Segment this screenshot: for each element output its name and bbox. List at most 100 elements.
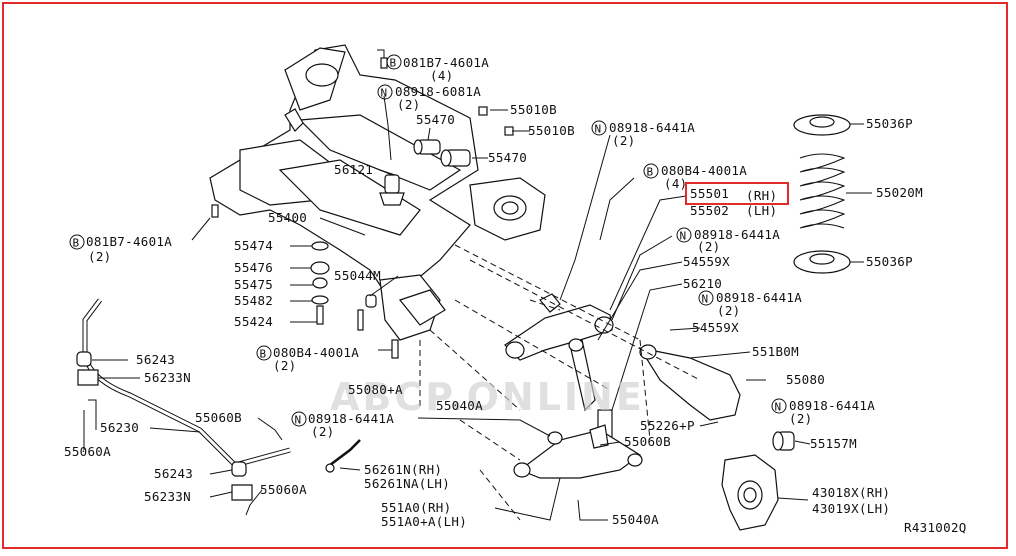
label-55226-P[interactable]: 55226+P xyxy=(640,418,695,433)
label-08918-6441A[interactable]: 08918-6441A xyxy=(716,290,802,305)
label-rh: (RH) xyxy=(746,188,777,203)
reference-dash-lines xyxy=(419,244,701,521)
label-qty: (2) xyxy=(397,97,420,112)
label-08918-6441A[interactable]: 08918-6441A xyxy=(789,398,875,413)
label-qty: (2) xyxy=(697,239,720,254)
link-rod-56261N-part[interactable] xyxy=(325,439,361,473)
svg-text:N: N xyxy=(381,87,388,100)
label-56210[interactable]: 56210 xyxy=(683,276,722,291)
label-55040A[interactable]: 55040A xyxy=(436,398,483,413)
label-551A0[interactable]: 551A0(RH) xyxy=(381,500,451,515)
label-55060A[interactable]: 55060A xyxy=(64,444,111,459)
label-08918-6441A[interactable]: 08918-6441A xyxy=(694,227,780,242)
label-qty: (2) xyxy=(273,358,296,373)
svg-text:N: N xyxy=(595,123,602,136)
label-55470[interactable]: 55470 xyxy=(488,150,527,165)
label-55036P[interactable]: 55036P xyxy=(866,254,913,269)
label-55470[interactable]: 55470 xyxy=(416,112,455,127)
lower-arm-551B0M-part[interactable] xyxy=(638,344,741,421)
label-55020M[interactable]: 55020M xyxy=(876,185,923,200)
svg-text:N: N xyxy=(680,230,687,243)
nut-symbol-N-icon: N xyxy=(676,227,692,243)
bushing-56243-part[interactable] xyxy=(76,351,247,477)
label-081B7-4601A[interactable]: 081B7-4601A xyxy=(403,55,489,70)
highlight-box xyxy=(685,182,789,205)
mount-56121-part[interactable] xyxy=(379,174,405,206)
label-qty: (2) xyxy=(717,303,740,318)
clamp-56233N-part[interactable] xyxy=(77,369,253,501)
knuckle-43018X-part[interactable] xyxy=(721,454,779,531)
watermark: ABCP.ONLINE xyxy=(330,375,645,419)
label-56233N[interactable]: 56233N xyxy=(144,370,191,385)
label-551B0M[interactable]: 551B0M xyxy=(752,344,799,359)
spring-seat-upper-part[interactable] xyxy=(793,114,851,136)
label-56243[interactable]: 56243 xyxy=(154,466,193,481)
label-55501[interactable]: 55501 xyxy=(690,186,729,201)
label-54559X[interactable]: 54559X xyxy=(692,320,739,335)
spring-seat-lower-part[interactable] xyxy=(793,250,851,274)
label-qty: (2) xyxy=(88,249,111,264)
label-56243[interactable]: 56243 xyxy=(136,352,175,367)
label-qty: (4) xyxy=(664,176,687,191)
nut-symbol-N-icon: N xyxy=(377,84,393,100)
label-43018X[interactable]: 43018X(RH) xyxy=(812,485,890,500)
svg-text:B: B xyxy=(390,57,397,70)
label-08918-6441A[interactable]: 08918-6441A xyxy=(308,411,394,426)
bolt-symbol-B-icon: B xyxy=(386,54,402,70)
label-55424[interactable]: 55424 xyxy=(234,314,273,329)
label-55080[interactable]: 55080 xyxy=(786,372,825,387)
label-56121[interactable]: 56121 xyxy=(334,162,373,177)
label-54559X[interactable]: 54559X xyxy=(683,254,730,269)
label-55010B[interactable]: 55010B xyxy=(510,102,557,117)
nut-symbol-N-icon: N xyxy=(698,290,714,306)
part-labels: 081B7-4601A (4) 08918-6081A (2) 55010B 5… xyxy=(64,55,966,535)
label-qty: (2) xyxy=(612,133,635,148)
label-55474[interactable]: 55474 xyxy=(234,238,273,253)
label-lh: (LH) xyxy=(746,203,777,218)
label-56230[interactable]: 56230 xyxy=(100,420,139,435)
label-55040A[interactable]: 55040A xyxy=(612,512,659,527)
svg-text:B: B xyxy=(73,237,80,250)
label-56261N[interactable]: 56261N(RH) xyxy=(364,462,442,477)
bushing-55470-part[interactable] xyxy=(413,139,471,167)
nut-55010B-part[interactable] xyxy=(478,106,514,136)
label-55010B[interactable]: 55010B xyxy=(528,123,575,138)
label-56233N[interactable]: 56233N xyxy=(144,489,191,504)
lower-link-551A0-part[interactable] xyxy=(513,424,643,479)
nut-symbol-N-icon: N xyxy=(771,398,787,414)
label-55036P[interactable]: 55036P xyxy=(866,116,913,131)
label-55482[interactable]: 55482 xyxy=(234,293,273,308)
label-qty: (2) xyxy=(789,411,812,426)
svg-text:B: B xyxy=(647,166,654,179)
svg-text:N: N xyxy=(295,414,302,427)
label-43019X[interactable]: 43019X(LH) xyxy=(812,501,890,516)
label-55475[interactable]: 55475 xyxy=(234,277,273,292)
nut-symbol-N-icon: N xyxy=(291,411,307,427)
label-55060B[interactable]: 55060B xyxy=(624,434,671,449)
label-08918-6441A[interactable]: 08918-6441A xyxy=(609,120,695,135)
label-081B7-4601A[interactable]: 081B7-4601A xyxy=(86,234,172,249)
label-551A0-A[interactable]: 551A0+A(LH) xyxy=(381,514,467,529)
label-55400[interactable]: 55400 xyxy=(268,210,307,225)
subframe-part[interactable] xyxy=(209,44,546,341)
label-55060B[interactable]: 55060B xyxy=(195,410,242,425)
label-55044M[interactable]: 55044M xyxy=(334,268,381,283)
bolt-symbol-B-icon: B xyxy=(256,345,272,361)
upper-link-55501-part[interactable] xyxy=(504,293,614,361)
label-56261NA[interactable]: 56261NA(LH) xyxy=(364,476,450,491)
label-55157M[interactable]: 55157M xyxy=(810,436,857,451)
label-08918-6081A[interactable]: 08918-6081A xyxy=(395,84,481,99)
label-55476[interactable]: 55476 xyxy=(234,260,273,275)
bushing-55157M-part[interactable] xyxy=(772,431,795,451)
coil-spring-part[interactable] xyxy=(799,153,846,229)
label-080B4-4001A[interactable]: 080B4-4001A xyxy=(273,345,359,360)
label-55080-A[interactable]: 55080+A xyxy=(348,382,403,397)
mount-stack-part[interactable] xyxy=(310,241,399,359)
diagram-frame xyxy=(2,2,1008,549)
bolt-symbol-B-icon: B xyxy=(69,234,85,250)
label-55502[interactable]: 55502 xyxy=(690,203,729,218)
bolt-symbol-B-icon: B xyxy=(643,163,659,179)
label-080B4-4001A[interactable]: 080B4-4001A xyxy=(661,163,747,178)
label-55060A[interactable]: 55060A xyxy=(260,482,307,497)
